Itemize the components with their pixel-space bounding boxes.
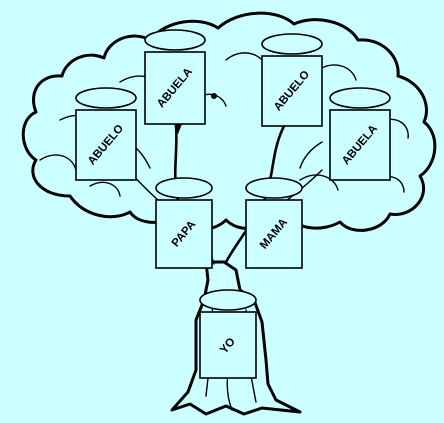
card-oval xyxy=(200,290,256,310)
canopy-knot xyxy=(211,93,217,99)
card-papa: PAPA xyxy=(156,178,212,268)
card-oval xyxy=(156,178,212,198)
card-yo: YO xyxy=(200,290,256,378)
card-oval xyxy=(262,34,322,54)
card-abuelo-maternal: ABUELO xyxy=(262,34,322,126)
card-oval xyxy=(246,178,302,198)
card-oval xyxy=(330,88,390,108)
card-abuela-paternal: ABUELA xyxy=(145,30,205,124)
card-mama: MAMA xyxy=(246,178,302,268)
card-oval xyxy=(76,88,136,108)
card-abuela-maternal: ABUELA xyxy=(330,88,390,180)
card-oval xyxy=(145,30,205,50)
card-abuelo-paternal: ABUELO xyxy=(76,88,136,180)
